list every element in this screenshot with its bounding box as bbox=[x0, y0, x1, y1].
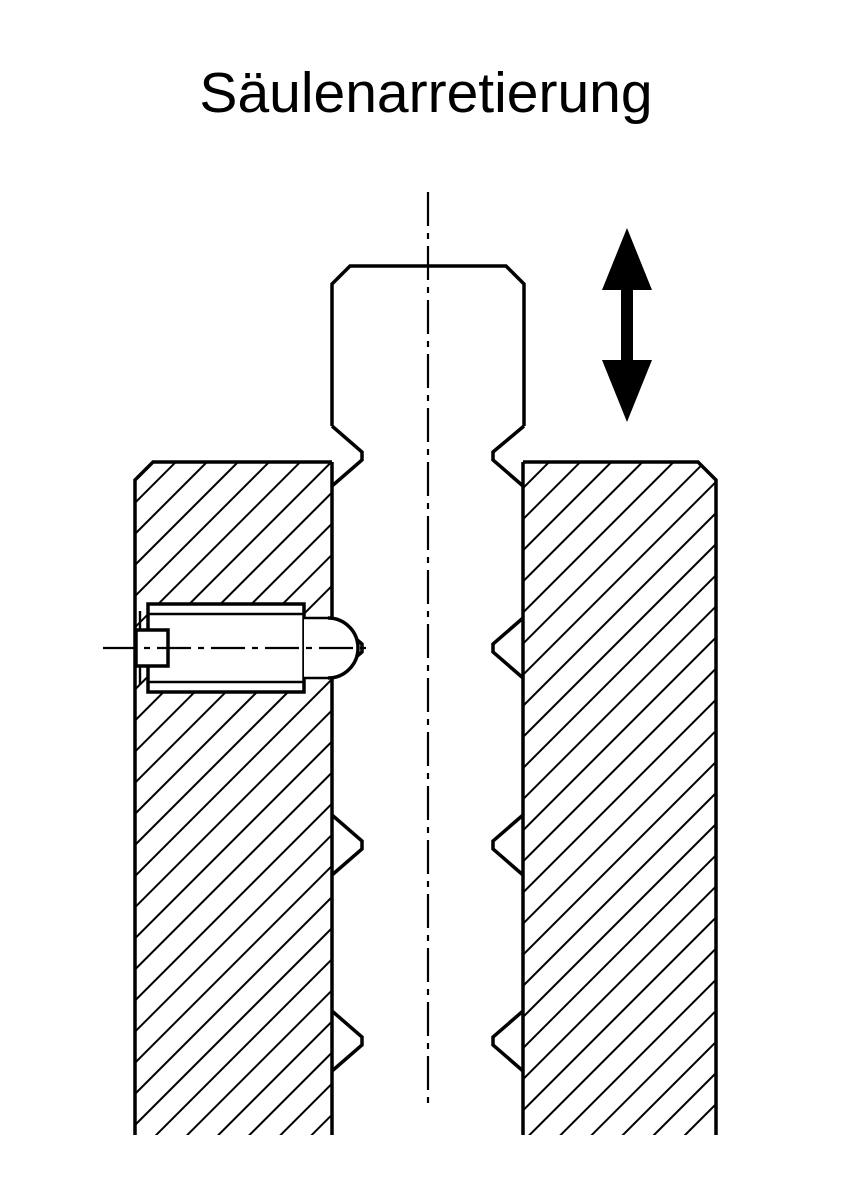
housing-left-block bbox=[133, 460, 334, 1135]
housing-right-hatching bbox=[523, 462, 716, 1135]
column-groove-2 bbox=[330, 813, 525, 877]
plunger-pin-outline bbox=[304, 616, 328, 680]
up-down-arrow-icon bbox=[602, 228, 652, 422]
diagram-title: Säulenarretierung bbox=[199, 61, 652, 125]
housing-left-outline bbox=[133, 460, 334, 1135]
plunger-ball-icon bbox=[327, 616, 360, 680]
housing-right-outline bbox=[521, 460, 718, 1135]
column-groove-top bbox=[330, 424, 526, 488]
housing-right-block bbox=[521, 460, 718, 1135]
housing-left-hatching bbox=[135, 462, 332, 1135]
plunger-thread-lines bbox=[148, 612, 304, 684]
column-groove-3 bbox=[330, 1009, 525, 1073]
